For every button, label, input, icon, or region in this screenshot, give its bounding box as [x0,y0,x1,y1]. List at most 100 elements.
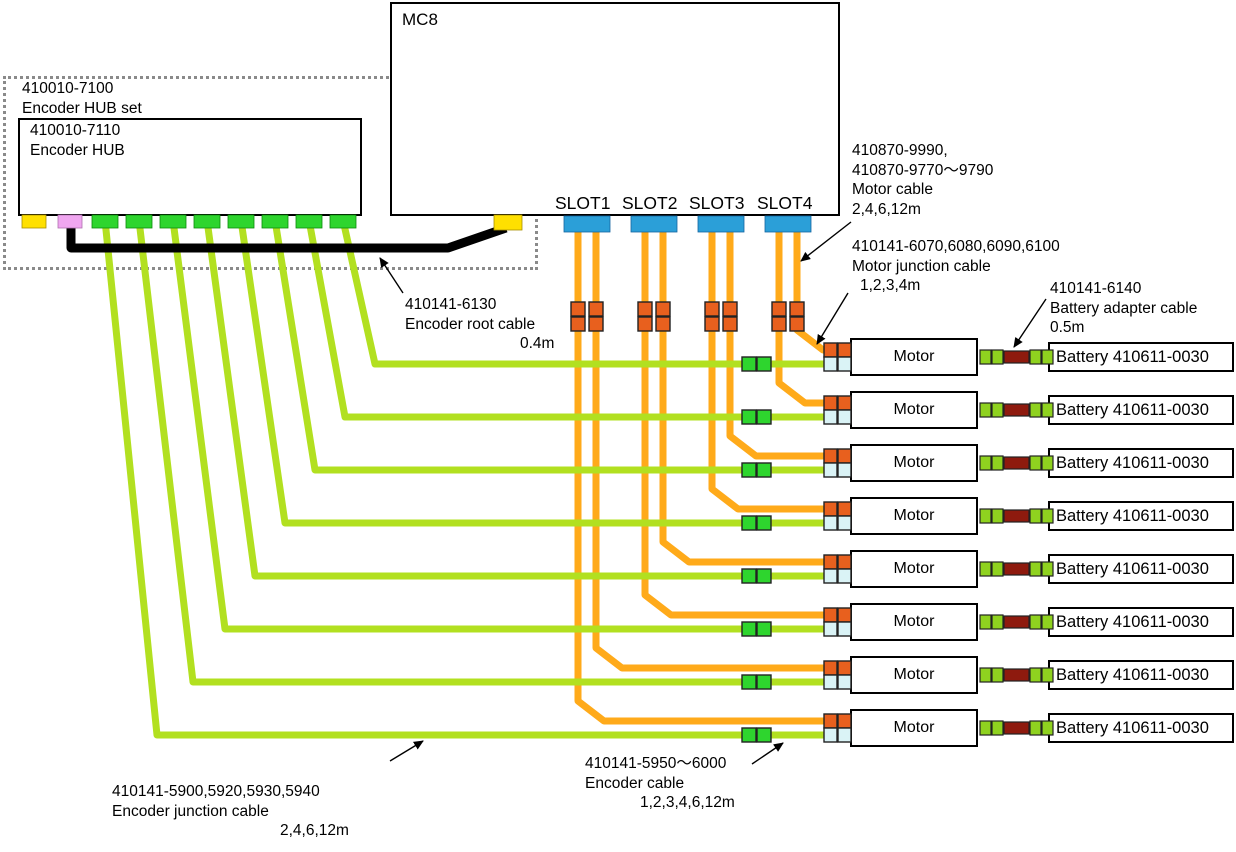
adapter-connector [1041,349,1054,365]
motor-encoder-port [823,568,838,584]
adapter-cable-body [1003,721,1030,735]
slot2-label: SLOT2 [622,193,678,213]
encoder-cable-connector [741,409,757,425]
label-line: 410141-6140 [1050,280,1142,297]
battery-box: Battery 410611-0030 [1048,448,1234,478]
adapter-connector [1041,720,1054,736]
encoder-junction-cable [271,219,826,474]
label-line: 410010-7110 [30,122,121,139]
slot3-label: SLOT3 [689,193,745,213]
annotation-arrow [800,221,852,262]
encoder-cable-connector [741,462,757,478]
adapter-connector [991,614,1004,630]
encoder-junction-cable [169,219,826,633]
encoder-cable-label: 410141-5950～6000 Encoder cable 1,2,3,4,6… [585,754,735,813]
encoder-junction-cable [305,219,826,421]
label-line: 410870-9770～9790 [852,161,994,179]
motor-encoder-port [837,409,852,425]
encoder-cable-connector [756,621,772,637]
adapter-cable-body [1003,350,1030,364]
encoder-cable-connector [756,356,772,372]
motor-junction-connector [588,301,604,317]
battery-box: Battery 410611-0030 [1048,713,1234,743]
battery-box: Battery 410611-0030 [1048,554,1234,584]
adapter-connector [1041,561,1054,577]
label-line: Battery adapter cable [1050,299,1198,317]
motor-encoder-port [823,621,838,637]
adapter-cable-body [1003,668,1030,682]
encoder-junction-cable [339,219,826,368]
adapter-connector [991,402,1004,418]
adapter-connector [1041,455,1054,471]
slot-connector [764,215,812,233]
hub-connector-green [159,214,187,229]
hub-connector-green [193,214,221,229]
adapter-connector [1029,667,1042,683]
motor-power-port [837,660,852,676]
motor-power-port [837,342,852,358]
adapter-connector [991,561,1004,577]
adapter-cable-body [1003,615,1030,629]
encoder-cable-connector [756,727,772,743]
adapter-connector [991,455,1004,471]
adapter-connector [1041,402,1054,418]
hub-label: 410010-7110 Encoder HUB [30,121,125,160]
annotation-arrow [816,292,849,345]
adapter-connector [1029,508,1042,524]
adapter-connector [991,720,1004,736]
adapter-connector [979,561,992,577]
motor-power-port [837,554,852,570]
label-line: 410870-9990, [852,142,948,159]
motor-power-port [823,660,838,676]
motor-box: Motor [850,709,978,747]
adapter-connector [1029,614,1042,630]
label-line: 2,4,6,12m [280,822,349,839]
motor-power-port [837,607,852,623]
hub-connector-pink [57,214,83,229]
annotation-arrow [379,257,404,294]
motor-power-port [823,448,838,464]
slot4-label: SLOT4 [757,193,813,213]
hub-set-label: 410010-7100 Encoder HUB set [22,79,142,118]
label-line: 410141-6130 [405,296,497,313]
encoder-root-cable [66,218,508,253]
encoder-cable-connector [756,674,772,690]
label-line: Motor cable [852,181,933,198]
motor-junction-connector [789,301,805,317]
hub-connector-green [125,214,153,229]
annotation-arrow [389,740,424,762]
encoder-junction-cable-label: 410141-5900,5920,5930,5940 Encoder junct… [112,782,349,841]
label-line: 1,2,3,4m [860,277,921,294]
motor-box: Motor [850,550,978,588]
motor-power-port [823,342,838,358]
adapter-connector [1029,349,1042,365]
motor-junction-connector [722,301,738,317]
adapter-connector [1041,667,1054,683]
motor-junction-connector [789,316,805,332]
motor-junction-connector [570,316,586,332]
slot-connector [563,215,611,233]
hub-connector-green [227,214,255,229]
motor-encoder-port [823,409,838,425]
motor-cable-label: 410870-9990, 410870-9770～9790 Motor cabl… [852,141,993,219]
motor-encoder-port [837,356,852,372]
motor-cable [574,224,826,725]
encoder-cable-connector [741,727,757,743]
encoder-cable-connector [741,621,757,637]
motor-encoder-port [837,462,852,478]
motor-box: Motor [850,338,978,376]
battery-box: Battery 410611-0030 [1048,342,1234,372]
slot-connector [697,215,745,233]
label-line: Motor junction cable [852,257,991,275]
adapter-connector [979,614,992,630]
motor-power-port [823,607,838,623]
motor-box: Motor [850,656,978,694]
motor-cable [641,224,826,619]
slot1-label: SLOT1 [555,193,611,213]
motor-junction-connector [655,316,671,332]
adapter-cable-body [1003,509,1030,523]
motor-cable [659,224,826,566]
label-line: 0.4m [520,335,555,352]
encoder-cable-connector [741,568,757,584]
encoder-cable-connector [741,674,757,690]
